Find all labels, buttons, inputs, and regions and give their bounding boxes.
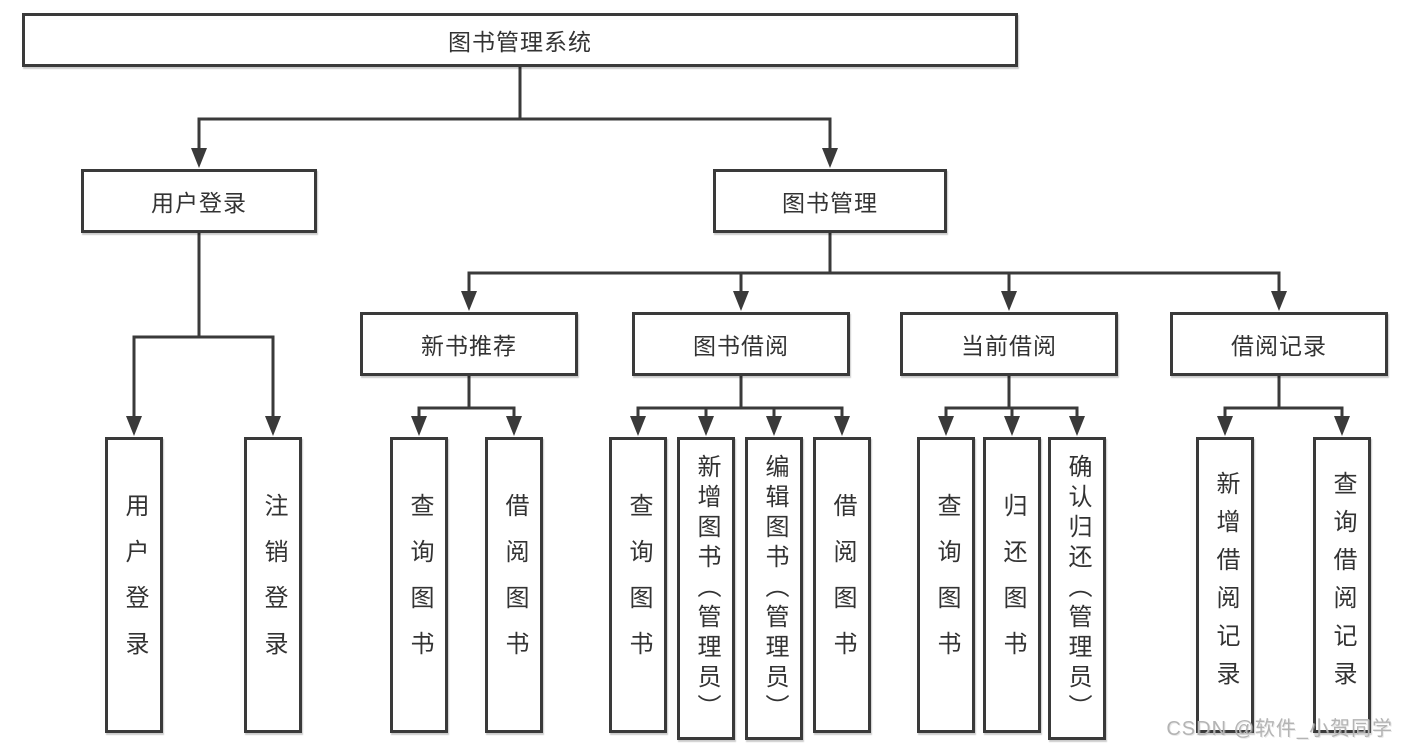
node-book-management: 图书管理 [713,169,947,233]
node-user-login: 用户登录 [81,169,317,233]
node-root-label: 图书管理系统 [448,29,592,55]
node-new-books: 新书推荐 [360,312,578,376]
leaf-query-books-3-label: 查询图书 [933,493,960,677]
leaf-query-books-1-label: 查询图书 [406,493,433,677]
arrow-down-icon [126,148,1350,436]
leaf-borrow-books-1-label: 借阅图书 [501,493,528,677]
leaf-borrow-books-2: 借阅图书 [813,437,871,733]
node-book-borrow: 图书借阅 [632,312,850,376]
leaf-logout-label: 注销登录 [260,493,287,677]
leaf-confirm-return-admin: 确认归还（管理员） [1048,437,1106,740]
node-root: 图书管理系统 [22,13,1018,67]
leaf-return-books: 归还图书 [983,437,1041,733]
leaf-user-login-label: 用户登录 [121,493,148,677]
leaf-query-borrow-record: 查询借阅记录 [1313,437,1371,733]
leaf-borrow-books-1: 借阅图书 [485,437,543,733]
leaf-confirm-return-admin-label: 确认归还（管理员） [1064,453,1091,724]
node-borrow-records: 借阅记录 [1170,312,1388,376]
leaf-query-books-3: 查询图书 [917,437,975,733]
node-current-borrow-label: 当前借阅 [961,333,1057,359]
csdn-watermark: CSDN @软件_小贺同学 [1166,718,1393,740]
leaf-edit-books-admin-label: 编辑图书（管理员） [761,453,788,724]
leaf-query-books-2: 查询图书 [609,437,667,733]
leaf-edit-books-admin: 编辑图书（管理员） [745,437,803,740]
leaf-add-borrow-record: 新增借阅记录 [1196,437,1254,733]
node-user-login-label: 用户登录 [151,190,247,216]
leaf-query-books-1: 查询图书 [390,437,448,733]
connector-line [132,65,1344,422]
node-current-borrow: 当前借阅 [900,312,1118,376]
node-borrow-records-label: 借阅记录 [1231,333,1327,359]
leaf-query-borrow-record-label: 查询借阅记录 [1329,471,1356,699]
leaf-logout: 注销登录 [244,437,302,733]
leaf-query-books-2-label: 查询图书 [625,493,652,677]
leaf-add-borrow-record-label: 新增借阅记录 [1212,471,1239,699]
leaf-user-login: 用户登录 [105,437,163,733]
leaf-add-books-admin-label: 新增图书（管理员） [693,453,720,724]
node-new-books-label: 新书推荐 [421,333,517,359]
leaf-return-books-label: 归还图书 [999,493,1026,677]
leaf-add-books-admin: 新增图书（管理员） [677,437,735,740]
node-book-management-label: 图书管理 [782,190,878,216]
leaf-borrow-books-2-label: 借阅图书 [829,493,856,677]
node-book-borrow-label: 图书借阅 [693,333,789,359]
